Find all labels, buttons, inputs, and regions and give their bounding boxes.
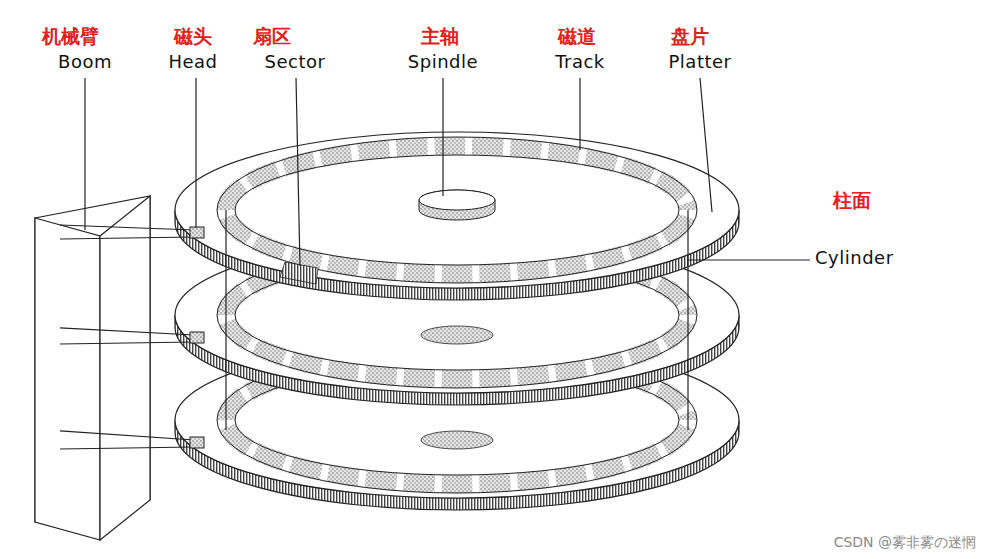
leader-lines [85,78,810,266]
track-label: Track [555,52,605,73]
head-label: 磁头 [174,26,212,48]
spindle-label: Spindle [408,52,478,73]
arm-label: 机械臂 [42,26,99,48]
head-arms [60,225,204,449]
spindle-label: 主轴 [421,26,459,48]
track-label: 磁道 [558,26,596,48]
watermark: CSDN @雾非雾の迷惘 [834,534,976,550]
platter-stack [175,132,739,510]
platter-label: 盘片 [671,26,709,48]
boom-arm [35,196,150,540]
head-label: Head [168,52,217,73]
cylinder-label: 柱面 [833,190,871,212]
sector-label: Sector [265,52,326,73]
sector-label: 扇区 [253,26,291,48]
cylinder-label: Cylinder [815,248,894,269]
platter-label: Platter [669,52,732,73]
arm-label: Boom [58,52,112,73]
